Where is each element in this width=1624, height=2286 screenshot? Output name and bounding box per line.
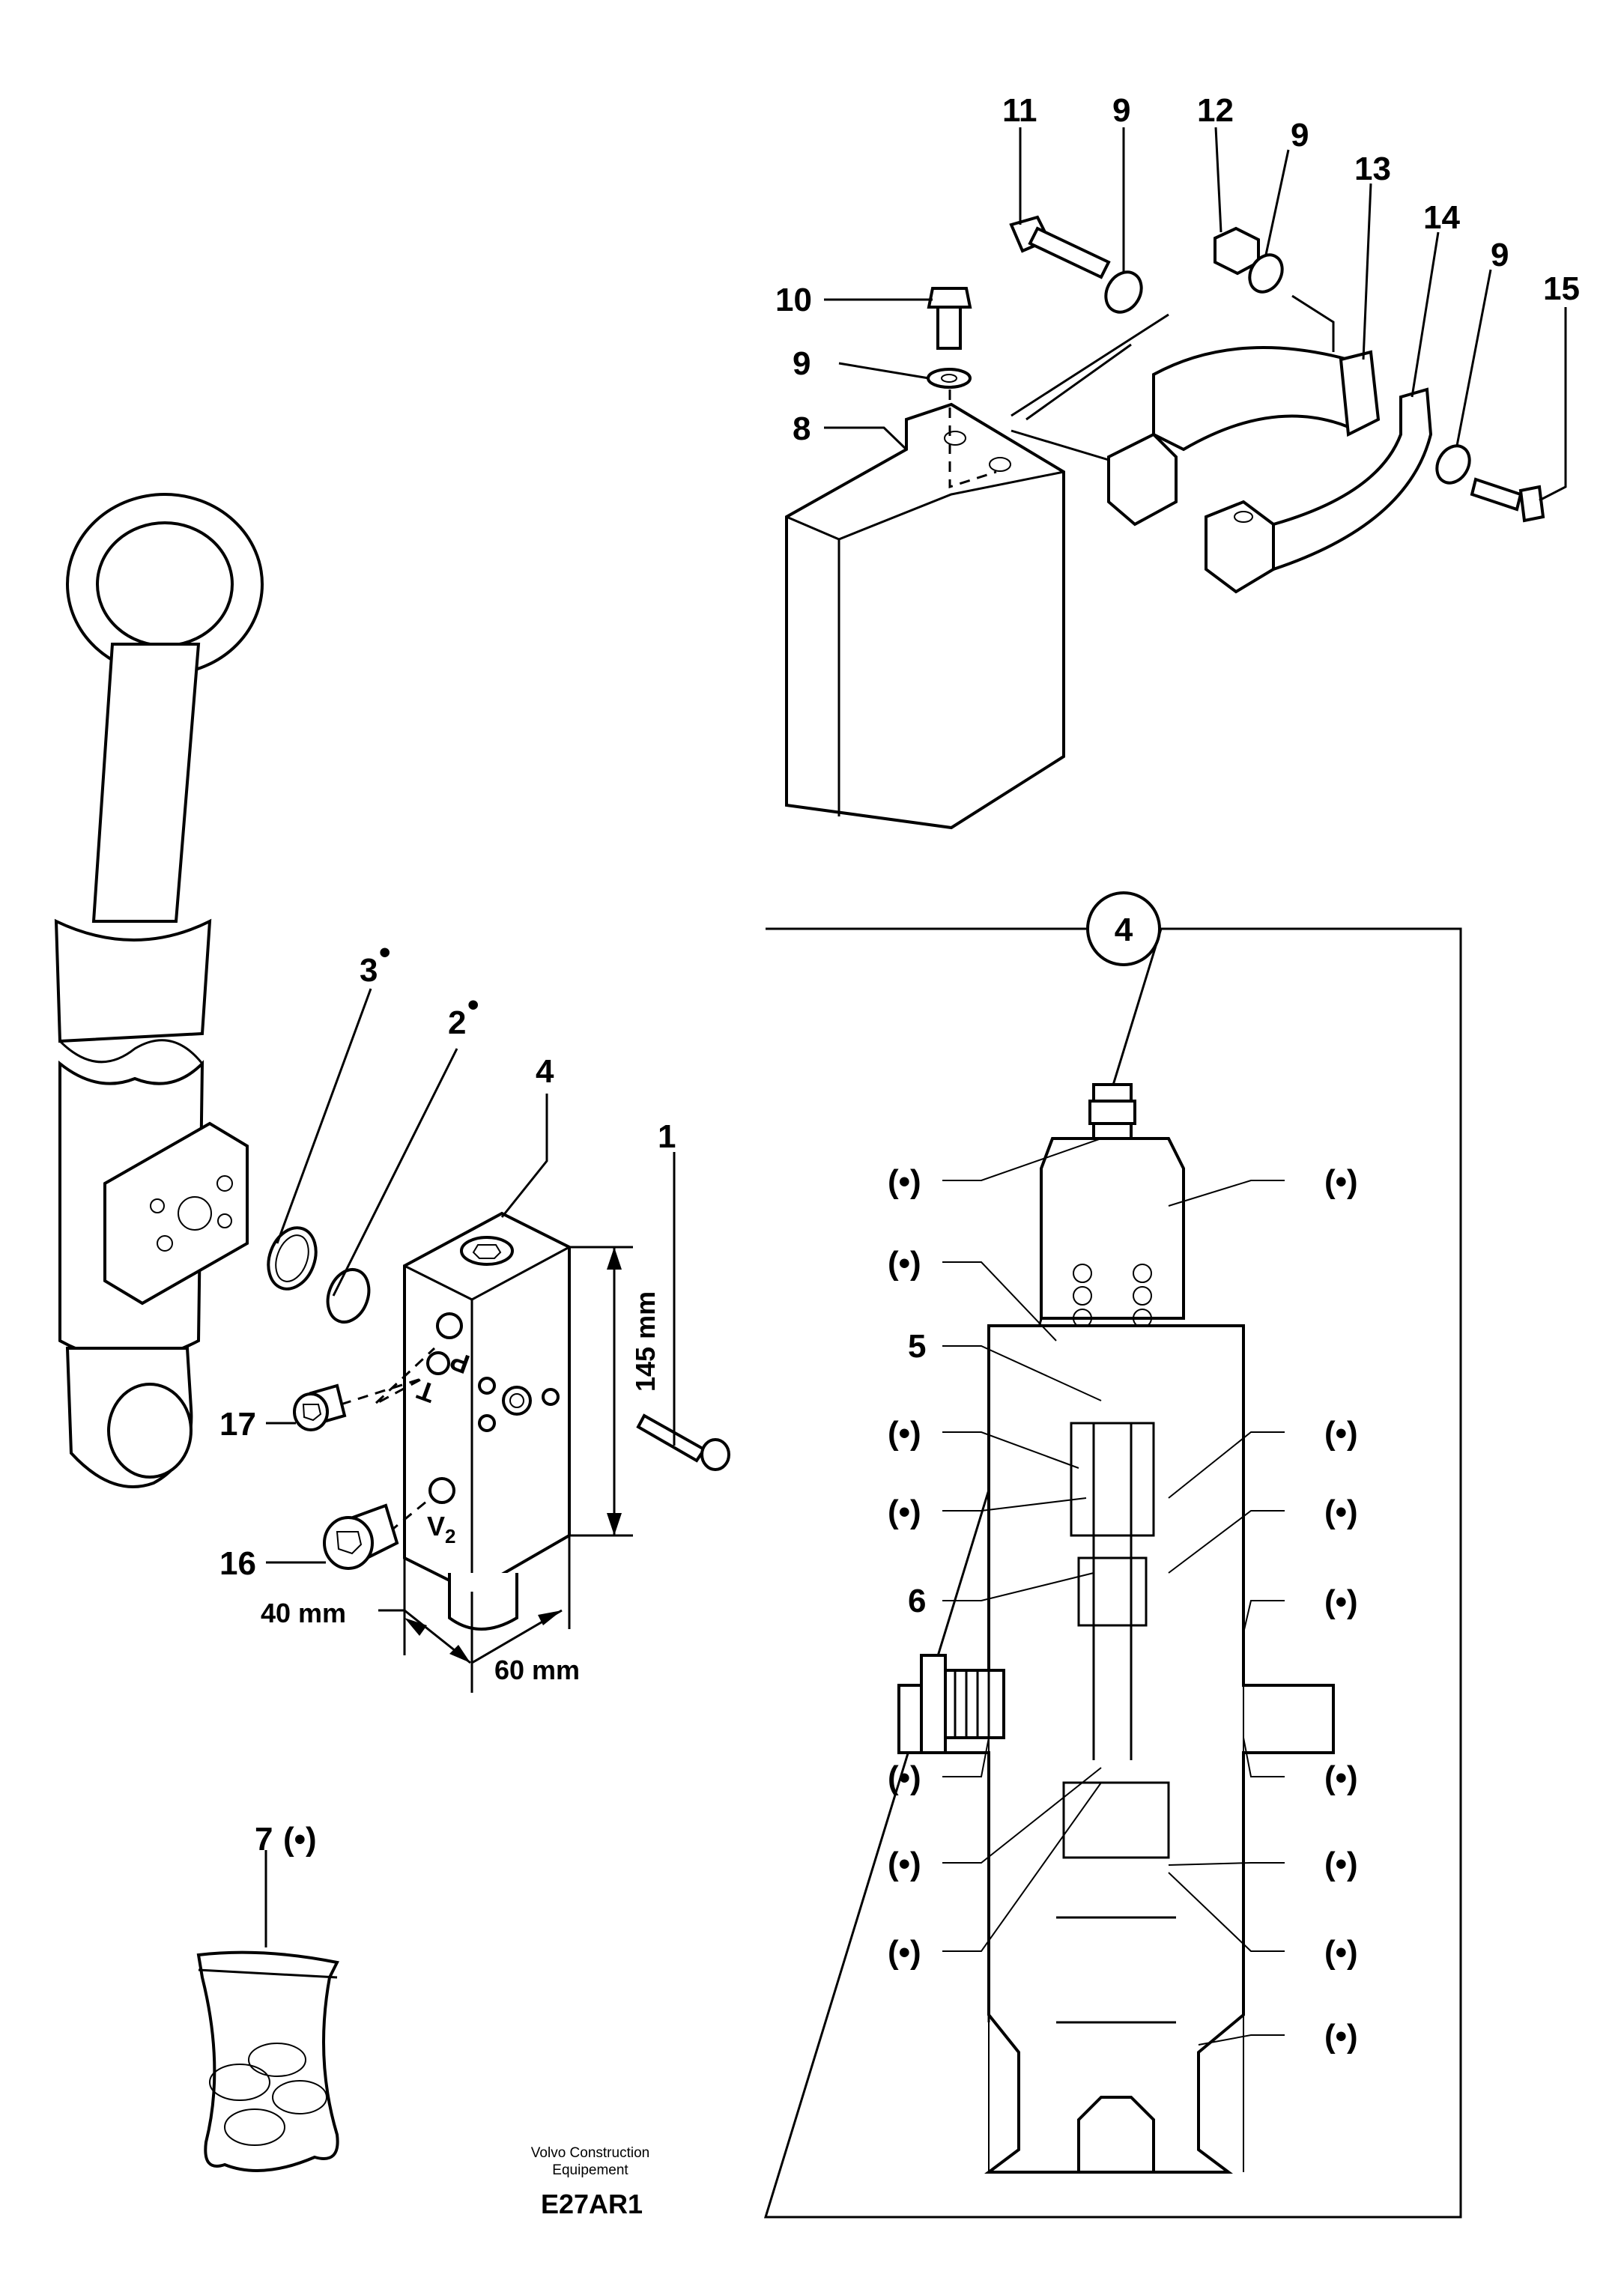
dimension-40-60mm — [378, 1535, 571, 1693]
detail-mark-l1: (•) — [888, 1163, 921, 1200]
washer-9-right — [1435, 444, 1471, 485]
valve-block-4 — [403, 1211, 571, 1631]
o-ring-3 — [267, 1226, 318, 1291]
socket-screw-1 — [636, 1413, 730, 1471]
credit-line-1: Volvo Construction — [531, 2145, 649, 2161]
detail-mark-r3: (•) — [1324, 1494, 1358, 1530]
bolt-10 — [927, 287, 972, 350]
o-ring-2 — [326, 1268, 371, 1324]
detail-mark-r5: (•) — [1324, 1759, 1358, 1796]
plug-17 — [293, 1383, 347, 1431]
seal-kit-bag-7 — [196, 1950, 339, 2172]
callout-16: 16 — [219, 1545, 256, 1582]
detail-circle-label: 4 — [1115, 912, 1133, 948]
callout-5: 5 — [908, 1328, 926, 1365]
detail-mark-r7: (•) — [1324, 1934, 1358, 1971]
detail-leaders — [942, 1138, 1285, 2046]
clamp-13 — [1107, 346, 1381, 527]
plug-16 — [323, 1503, 399, 1570]
detail-mark-r8: (•) — [1324, 2018, 1358, 2055]
bolt-10-axis — [948, 389, 997, 489]
assembly-axis-lines — [1011, 294, 1335, 466]
callout-7: 7 — [255, 1821, 273, 1858]
callout-9-right: 9 — [1491, 237, 1509, 273]
drawing-code: E27AR1 — [541, 2189, 643, 2219]
dimension-width-a: 40 mm — [261, 1598, 346, 1628]
callout-6: 6 — [908, 1583, 926, 1619]
detail-mark-r6: (•) — [1324, 1846, 1358, 1882]
detail-mark-l6: (•) — [888, 1846, 921, 1882]
callout-9-bolt11: 9 — [1112, 92, 1130, 129]
callout-11: 11 — [1002, 92, 1037, 129]
detail-frame — [763, 891, 1462, 2219]
clamp-14 — [1205, 387, 1433, 594]
credit-line-2: Equipement — [552, 2162, 628, 2178]
bolt-11 — [1009, 215, 1111, 279]
plug-16-path — [389, 1497, 431, 1533]
detail-mark-r4: (•) — [1324, 1583, 1358, 1620]
detail-mark-l4: (•) — [888, 1494, 921, 1530]
callout-leaders — [264, 127, 1567, 1947]
washer-9-top — [927, 368, 972, 389]
callout-17: 17 — [219, 1406, 256, 1443]
callout-2: 2 — [448, 1004, 466, 1041]
dimension-145mm — [569, 1246, 633, 1537]
callout-15: 15 — [1543, 270, 1580, 307]
callout-3: 3 — [360, 952, 378, 989]
callout-7-mark: (•) — [283, 1821, 317, 1858]
detail-mark-l7: (•) — [888, 1934, 921, 1971]
callout-9-nut: 9 — [1291, 117, 1309, 154]
callout-8: 8 — [793, 410, 811, 447]
callout-10: 10 — [775, 282, 812, 318]
hydraulic-cylinder — [54, 493, 264, 1488]
callout-3-bullet: • — [379, 934, 390, 971]
callout-13: 13 — [1354, 151, 1391, 187]
detail-mark-l2: (•) — [888, 1245, 921, 1282]
dimension-width-b: 60 mm — [494, 1655, 580, 1685]
port-label-v2-sub: 2 — [445, 1525, 455, 1547]
dimension-height: 145 mm — [630, 1291, 661, 1392]
callout-4: 4 — [536, 1053, 554, 1090]
cover-8 — [785, 402, 1065, 830]
callout-2-bullet: • — [467, 986, 479, 1023]
detail-mark-l5: (•) — [888, 1759, 921, 1796]
bolt-15 — [1470, 477, 1545, 523]
callout-12: 12 — [1197, 92, 1234, 129]
detail-mark-r1: (•) — [1324, 1163, 1358, 1200]
callout-9-left: 9 — [793, 345, 811, 382]
detail-mark-r2: (•) — [1324, 1415, 1358, 1452]
detail-mark-l3: (•) — [888, 1415, 921, 1452]
relief-valve-section — [897, 1083, 1335, 2174]
callout-1: 1 — [658, 1118, 676, 1155]
plug-17-path — [340, 1347, 436, 1406]
washer-9-bolt11 — [1104, 270, 1143, 314]
washer-9-nut — [1248, 253, 1284, 294]
callout-14: 14 — [1423, 199, 1460, 236]
